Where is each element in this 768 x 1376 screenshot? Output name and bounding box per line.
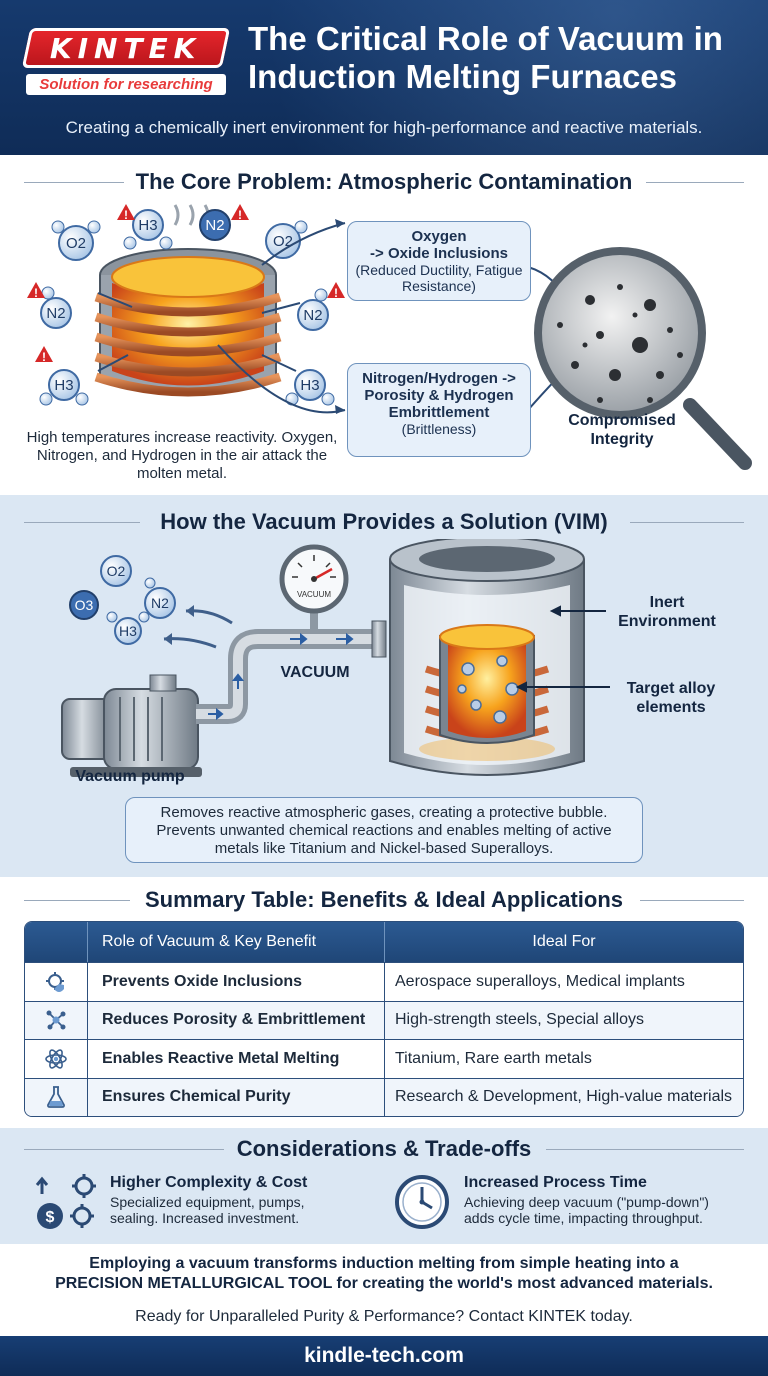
svg-text:N2: N2: [46, 305, 65, 322]
problem-heading: The Core Problem: Atmospheric Contaminat…: [0, 169, 768, 195]
logo-tagline: Solution for researching: [26, 74, 226, 95]
benefit-cell: Prevents Oxide Inclusions: [88, 963, 385, 1001]
time-title: Increased Process Time: [464, 1174, 647, 1191]
removed-gases: O2 O3 N2 H3: [69, 555, 176, 645]
pipe-vacuum-label: VACUUM: [280, 664, 350, 681]
ideal-cell: Titanium, Rare earth metals: [395, 1049, 592, 1067]
svg-text:H3: H3: [119, 623, 137, 639]
svg-text:N2: N2: [205, 217, 224, 234]
vacuum-pipe: [196, 607, 387, 724]
svg-text:H3: H3: [54, 377, 73, 394]
gauge-label: VACUUM: [297, 590, 331, 599]
logo-text: KINTEK: [50, 31, 202, 65]
header-banner: KINTEK Solution for researching The Crit…: [0, 0, 768, 155]
gas-o2-label: O2: [66, 235, 86, 252]
svg-text:N2: N2: [151, 595, 169, 611]
pump-label: Vacuum pump: [75, 768, 185, 785]
time-text: Achieving deep vacuum ("pump-down") adds…: [464, 1194, 709, 1226]
col-role-header: Role of Vacuum & Key Benefit: [88, 922, 385, 962]
table-header-row: Role of Vacuum & Key Benefit Ideal For: [25, 922, 743, 962]
target-label: Target alloy elements: [626, 680, 716, 716]
crucible-furnace-icon: [94, 204, 282, 397]
oxygen-card-detail: (Reduced Ductility, Fatigue Resistance): [355, 262, 523, 294]
cost-text: Specialized equipment, pumps, sealing. I…: [110, 1194, 305, 1226]
ideal-cell: High-strength steels, Special alloys: [395, 1011, 645, 1029]
nitrogen-effect-card: Nitrogen/Hydrogen -> Porosity & Hydrogen…: [347, 363, 531, 457]
svg-text:O2: O2: [273, 233, 293, 250]
logo-badge: KINTEK: [21, 28, 231, 68]
page-title: The Critical Role of Vacuum in Induction…: [248, 20, 723, 95]
summary-table: Role of Vacuum & Key Benefit Ideal For P…: [24, 921, 744, 1117]
vacuum-pump-icon: [61, 674, 202, 777]
oxygen-effect-card: Oxygen -> Oxide Inclusions (Reduced Duct…: [347, 221, 531, 301]
benefit-cell: Reduces Porosity & Embrittlement: [88, 1001, 385, 1039]
nitrogen-card-detail: (Brittleness): [401, 421, 477, 437]
cost-title: Higher Complexity & Cost: [110, 1174, 308, 1191]
nitrogen-card-title: Nitrogen/Hydrogen -> Porosity & Hydrogen…: [362, 370, 516, 421]
kintek-logo[interactable]: KINTEK Solution for researching: [21, 28, 231, 95]
svg-text:!: !: [238, 208, 242, 222]
problem-section: The Core Problem: Atmospheric Contaminat…: [0, 155, 768, 495]
closing-line2: PRECISION METALLURGICAL TOOL for creatin…: [55, 1275, 713, 1292]
problem-heading-text: The Core Problem: Atmospheric Contaminat…: [135, 169, 633, 194]
problem-note: High temperatures increase reactivity. O…: [26, 429, 338, 482]
flask-icon: [25, 1078, 88, 1116]
gear-shield-icon: [25, 963, 88, 1001]
cta-text[interactable]: Ready for Unparalleled Purity & Performa…: [135, 1308, 633, 1325]
benefit-cell: Ensures Chemical Purity: [88, 1078, 385, 1116]
tradeoffs-section: Considerations & Trade-offs $ Higher Com…: [0, 1128, 768, 1244]
vacuum-system-illustration: O2 O3 N2 H3: [61, 539, 610, 777]
benefit-cell: Enables Reactive Metal Melting: [88, 1040, 385, 1078]
summary-heading: Summary Table: Benefits & Ideal Applicat…: [0, 887, 768, 913]
ideal-cell: Aerospace superalloys, Medical implants: [395, 972, 685, 990]
tradeoffs-heading-text: Considerations & Trade-offs: [236, 1136, 532, 1161]
atom-icon: [25, 1040, 88, 1078]
vacuum-chamber-icon: [389, 539, 585, 776]
svg-text:!: !: [334, 286, 338, 300]
table-row: Enables Reactive Metal Melting Titanium,…: [25, 1039, 743, 1078]
table-row: Reduces Porosity & Embrittlement High-st…: [25, 1000, 743, 1039]
svg-text:$: $: [46, 1209, 55, 1226]
footer-url-link[interactable]: kindle-tech.com: [0, 1336, 768, 1376]
svg-text:!: !: [42, 350, 46, 364]
ideal-cell: Research & Development, High-value mater…: [395, 1088, 733, 1106]
svg-text:O3: O3: [75, 597, 94, 613]
contamination-illustration: O2 H3 N2 O2 N2 N2 H3 H3 ! ! ! ! !: [27, 204, 752, 470]
table-row: Ensures Chemical Purity Research & Devel…: [25, 1077, 743, 1116]
table-row: Prevents Oxide Inclusions Aerospace supe…: [25, 962, 743, 1001]
summary-heading-text: Summary Table: Benefits & Ideal Applicat…: [145, 887, 623, 912]
svg-text:N2: N2: [303, 307, 322, 324]
clock-icon: [395, 1175, 449, 1229]
svg-text:O2: O2: [107, 563, 126, 579]
svg-text:H3: H3: [138, 217, 157, 234]
solution-section: How the Vacuum Provides a Solution (VIM)…: [0, 495, 768, 877]
vacuum-gauge-icon: VACUUM: [279, 544, 349, 614]
tradeoffs-heading: Considerations & Trade-offs: [0, 1136, 768, 1162]
cost-gears-icon: $: [35, 1174, 96, 1229]
molecule-icon: [25, 1001, 88, 1039]
magnifier-icon: [534, 247, 752, 470]
svg-text:!: !: [34, 286, 38, 300]
solution-heading-text: How the Vacuum Provides a Solution (VIM): [160, 509, 608, 534]
inert-label: Inert Environment: [618, 594, 716, 630]
closing-section: Employing a vacuum transforms induction …: [0, 1244, 768, 1336]
col-ideal-header: Ideal For: [532, 933, 596, 950]
oxygen-card-title2: -> Oxide Inclusions: [370, 245, 508, 262]
gas-molecules: O2 H3 N2 O2 N2 N2 H3 H3: [39, 209, 335, 406]
solution-heading: How the Vacuum Provides a Solution (VIM): [0, 509, 768, 535]
solution-note: Removes reactive atmospheric gases, crea…: [125, 797, 643, 863]
svg-text:!: !: [124, 208, 128, 222]
page-subtitle: Creating a chemically inert environment …: [65, 118, 703, 137]
warning-icon: ! ! ! ! !: [27, 204, 345, 364]
svg-text:H3: H3: [300, 377, 319, 394]
integrity-label: Compromised Integrity: [568, 412, 676, 448]
closing-line1: Employing a vacuum transforms induction …: [89, 1255, 679, 1272]
oxygen-card-title1: Oxygen: [411, 228, 467, 245]
